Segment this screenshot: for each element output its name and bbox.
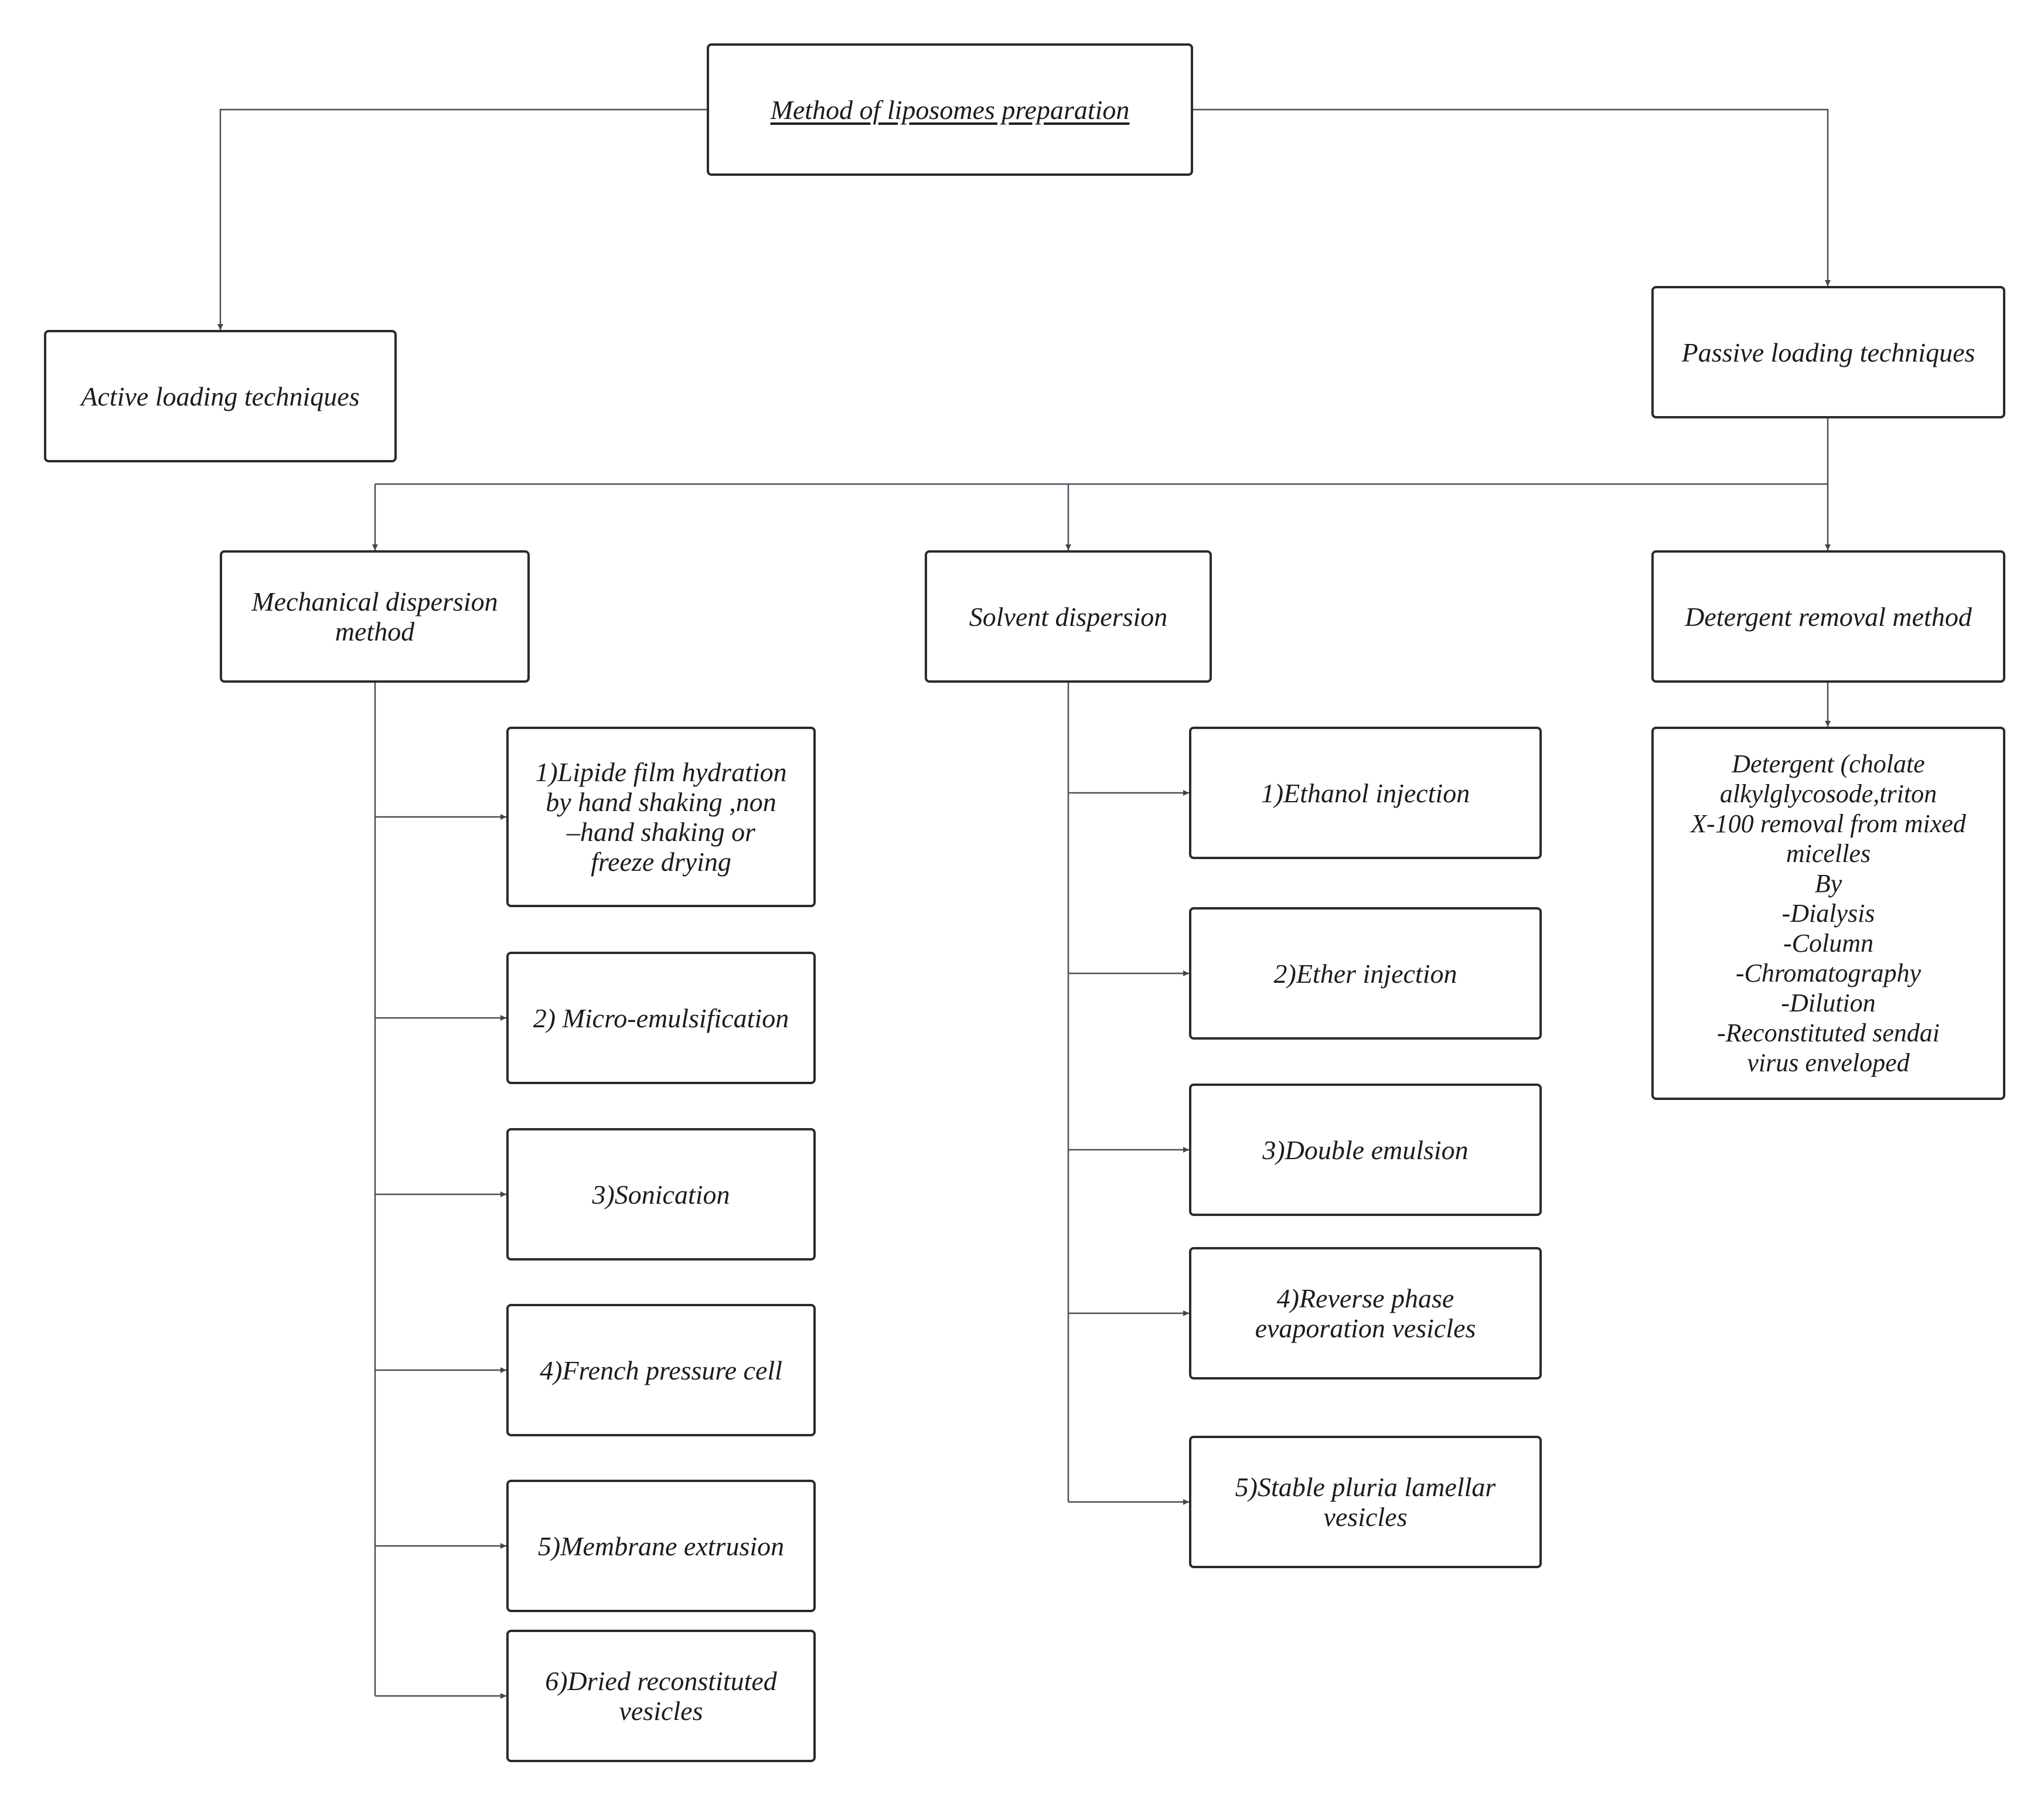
solvent-item-1-node: 1)Ethanol injection [1189,727,1542,859]
mechanical-item-1-node: 1)Lipide film hydration by hand shaking … [506,727,816,907]
mechanical-item-2-label: 2) Micro-emulsification [533,1003,789,1033]
passive-loading-node: Passive loading techniques [1651,286,2005,418]
active-loading-label: Active loading techniques [81,381,360,411]
solvent-item-2-node: 2)Ether injection [1189,907,1542,1040]
solvent-item-4-node: 4)Reverse phase evaporation vesicles [1189,1247,1542,1379]
mechanical-item-2-node: 2) Micro-emulsification [506,952,816,1084]
detergent-removal-label: Detergent removal method [1685,601,1972,632]
solvent-item-2-label: 2)Ether injection [1273,958,1457,989]
mechanical-item-4-label: 4)French pressure cell [540,1355,782,1385]
connector-root-to-active [217,108,707,330]
mechanical-item-1-label: 1)Lipide film hydration by hand shaking … [535,757,787,877]
solvent-item-4-label: 4)Reverse phase evaporation vesicles [1255,1283,1476,1343]
mechanical-item-6-node: 6)Dried reconstituted vesicles [506,1630,816,1762]
mechanical-dispersion-label: Mechanical dispersion method [251,587,498,646]
detergent-removal-description-node: Detergent (cholate alkylglycosode,triton… [1651,727,2005,1100]
mechanical-item-6-label: 6)Dried reconstituted vesicles [545,1666,777,1726]
solvent-item-3-node: 3)Double emulsion [1189,1084,1542,1216]
detergent-removal-description: Detergent (cholate alkylglycosode,triton… [1691,750,1966,1077]
mechanical-item-5-label: 5)Membrane extrusion [537,1531,785,1561]
root-node-label: Method of liposomes preparation [770,94,1130,125]
solvent-item-5-node: 5)Stable pluria lamellar vesicles [1189,1436,1542,1568]
solvent-item-5-label: 5)Stable pluria lamellar vesicles [1235,1472,1496,1532]
mechanical-item-3-node: 3)Sonication [506,1128,816,1261]
detergent-removal-node: Detergent removal method [1651,550,2005,683]
solvent-item-1-label: 1)Ethanol injection [1261,778,1470,808]
connector-root-to-passive [1193,108,1831,286]
solvent-dispersion-node: Solvent dispersion [925,550,1212,683]
passive-loading-label: Passive loading techniques [1681,337,1975,367]
mechanical-item-4-node: 4)French pressure cell [506,1304,816,1436]
solvent-item-3-label: 3)Double emulsion [1262,1135,1469,1165]
root-node-method-of-liposomes-preparation: Method of liposomes preparation [707,43,1193,176]
solvent-dispersion-label: Solvent dispersion [969,601,1168,632]
mechanical-item-3-label: 3)Sonication [592,1179,730,1210]
mechanical-item-5-node: 5)Membrane extrusion [506,1480,816,1612]
active-loading-node: Active loading techniques [44,330,397,462]
mechanical-dispersion-node: Mechanical dispersion method [220,550,530,683]
